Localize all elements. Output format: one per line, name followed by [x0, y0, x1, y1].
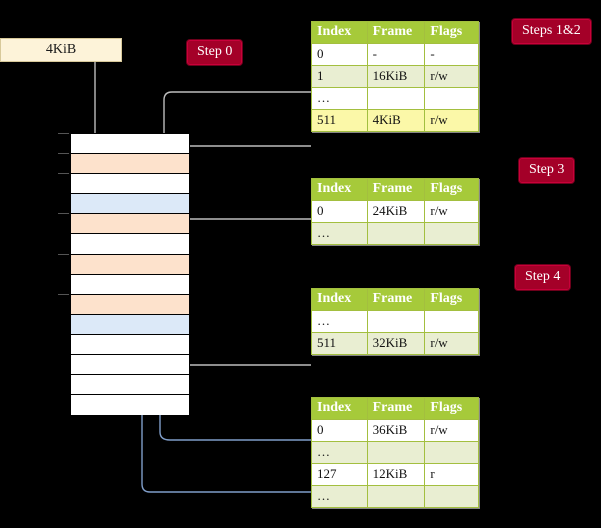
- page-table-level-1-cell: 24KiB: [366, 200, 426, 223]
- memory-cell-13-free[interactable]: [71, 395, 189, 416]
- page-table-level-2-cell: 32KiB: [366, 332, 426, 355]
- page-table-level-3-cell: [424, 441, 479, 464]
- memory-cell-2-free[interactable]: [71, 174, 189, 195]
- memory-cell-12-free[interactable]: [71, 375, 189, 396]
- badge-steps-1-2: Steps 1&2: [512, 19, 591, 44]
- page-table-level-2-cell: 511: [311, 332, 368, 355]
- page-table-level-2-header-index: Index: [311, 288, 368, 311]
- memory-tick-4: [58, 213, 69, 215]
- badge-step-4: Step 4: [515, 265, 571, 290]
- physical-memory-column[interactable]: [70, 133, 190, 416]
- page-table-level-0-cell: r/w: [424, 109, 479, 132]
- memory-tick-6: [58, 253, 69, 255]
- request-size-box: 4KiB: [0, 38, 122, 62]
- wire-l2-row511-to-memory: [176, 268, 311, 366]
- page-table-level-0-cell: …: [311, 87, 368, 110]
- page-table-level-1-cell: [424, 222, 479, 245]
- page-table-level-3-cell: …: [311, 441, 368, 464]
- page-table-level-3-header-index: Index: [311, 397, 368, 420]
- page-table-level-1-row[interactable]: …: [311, 222, 479, 245]
- page-table-level-3-cell: 12KiB: [366, 463, 426, 486]
- badge-step-0: Step 0: [187, 40, 243, 65]
- page-table-level-1-cell: …: [311, 222, 368, 245]
- page-table-level-3-row[interactable]: …: [311, 485, 479, 508]
- page-table-level-3-cell: [366, 485, 426, 508]
- page-table-level-0-cell: r/w: [424, 65, 479, 88]
- memory-cell-3-alloc[interactable]: [71, 194, 189, 215]
- page-table-level-0-cell: 511: [311, 109, 368, 132]
- wire-l0-row511-to-memory: [170, 145, 311, 245]
- page-table-level-1-cell: [366, 222, 426, 245]
- page-table-level-2-cell: r/w: [424, 332, 479, 355]
- page-table-level-0-row[interactable]: …: [311, 87, 479, 110]
- memory-cell-11-free[interactable]: [71, 355, 189, 376]
- page-table-level-1-cell: 0: [311, 200, 368, 223]
- page-table-level-2-cell: [424, 310, 479, 333]
- page-table-level-0-cell: [424, 87, 479, 110]
- memory-cell-9-alloc[interactable]: [71, 314, 189, 335]
- page-table-level-3-cell: …: [311, 485, 368, 508]
- page-table-level-3-cell: 36KiB: [366, 419, 426, 442]
- wire-l1-row0-to-memory: [176, 218, 311, 268]
- page-table-level-0-cell: 0: [311, 43, 368, 66]
- page-table-level-0-header-frame: Frame: [366, 21, 426, 44]
- page-table-level-2-header-frame: Frame: [366, 288, 426, 311]
- memory-tick-2: [58, 173, 69, 175]
- memory-cell-6-used[interactable]: [71, 254, 189, 275]
- page-table-level-2-cell: [366, 310, 426, 333]
- page-table-level-0-row[interactable]: 0--: [311, 43, 479, 66]
- memory-cell-1-used[interactable]: [71, 154, 189, 175]
- memory-cell-7-free[interactable]: [71, 274, 189, 295]
- memory-tick-1: [58, 153, 69, 155]
- page-table-level-2-row[interactable]: …: [311, 310, 479, 333]
- badge-step-3: Step 3: [519, 158, 575, 183]
- memory-cell-5-free[interactable]: [71, 234, 189, 255]
- page-table-level-1-header-frame: Frame: [366, 178, 426, 201]
- memory-cell-4-used[interactable]: [71, 214, 189, 235]
- page-table-level-0-header-index: Index: [311, 21, 368, 44]
- page-table-level-3-cell: 127: [311, 463, 368, 486]
- page-table-level-0-header-flags: Flags: [424, 21, 479, 44]
- page-table-level-1-cell: r/w: [424, 200, 479, 223]
- page-table-level-0-cell: 4KiB: [366, 109, 426, 132]
- page-table-level-2-header-flags: Flags: [424, 288, 479, 311]
- page-table-level-3-cell: 0: [311, 419, 368, 442]
- memory-cell-8-used[interactable]: [71, 294, 189, 315]
- page-table-level-3-cell: [366, 441, 426, 464]
- memory-tick-0: [58, 133, 69, 134]
- page-table-level-3-cell: r/w: [424, 419, 479, 442]
- page-table-level-0-cell: -: [366, 43, 426, 66]
- page-table-level-3-cell: [424, 485, 479, 508]
- page-table-level-3-header-frame: Frame: [366, 397, 426, 420]
- page-table-level-3-header-flags: Flags: [424, 397, 479, 420]
- memory-cell-0-free[interactable]: [71, 134, 189, 155]
- memory-cell-10-free[interactable]: [71, 335, 189, 356]
- page-table-level-0-cell: [366, 87, 426, 110]
- page-table-level-3-cell: r: [424, 463, 479, 486]
- page-table-level-1-header-flags: Flags: [424, 178, 479, 201]
- page-table-level-2-cell: …: [311, 310, 368, 333]
- page-table-level-1-header-index: Index: [311, 178, 368, 201]
- page-table-level-0-cell: 16KiB: [366, 65, 426, 88]
- memory-tick-8: [58, 293, 69, 295]
- page-table-level-0-cell: 1: [311, 65, 368, 88]
- page-table-level-3-row[interactable]: …: [311, 441, 479, 464]
- page-table-level-0-cell: -: [424, 43, 479, 66]
